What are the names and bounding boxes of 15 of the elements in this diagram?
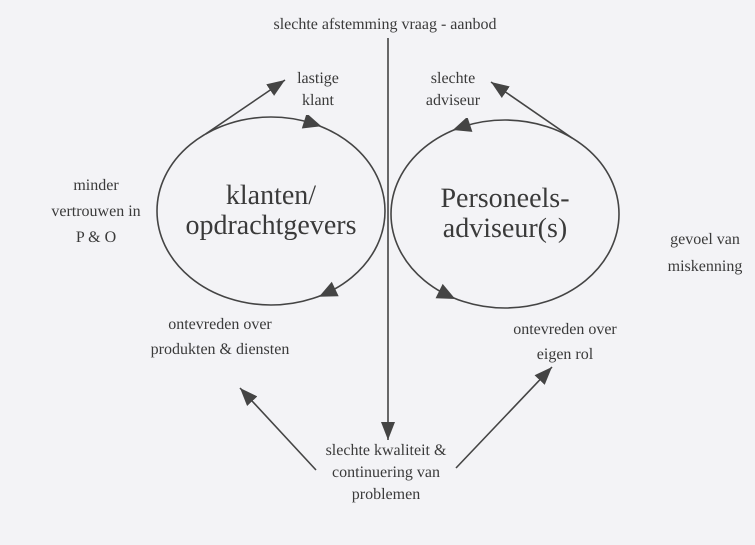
arrow [239, 387, 317, 471]
arrow [455, 366, 553, 469]
arrow [490, 81, 573, 139]
circle-label: Personeels- adviseur(s) [439, 184, 571, 244]
problem-label: ontevreden over produkten & diensten [150, 312, 290, 388]
arrow [381, 38, 395, 440]
problem-label: gevoel van miskenning [655, 226, 755, 280]
problem-label: ontevreden over eigen rol [505, 317, 625, 367]
problem-label: slechte afstemming vraag - aanbod [245, 14, 525, 38]
arrow [205, 79, 286, 135]
problem-label: minder vertrouwen in P & O [50, 173, 142, 253]
problem-label: slechte kwaliteit & continuering van problemen [316, 440, 456, 528]
problem-label: slechte adviseur [415, 68, 491, 114]
circle-label: klanten/ opdrachtgevers [184, 181, 358, 241]
problem-label: lastige klant [285, 68, 351, 114]
